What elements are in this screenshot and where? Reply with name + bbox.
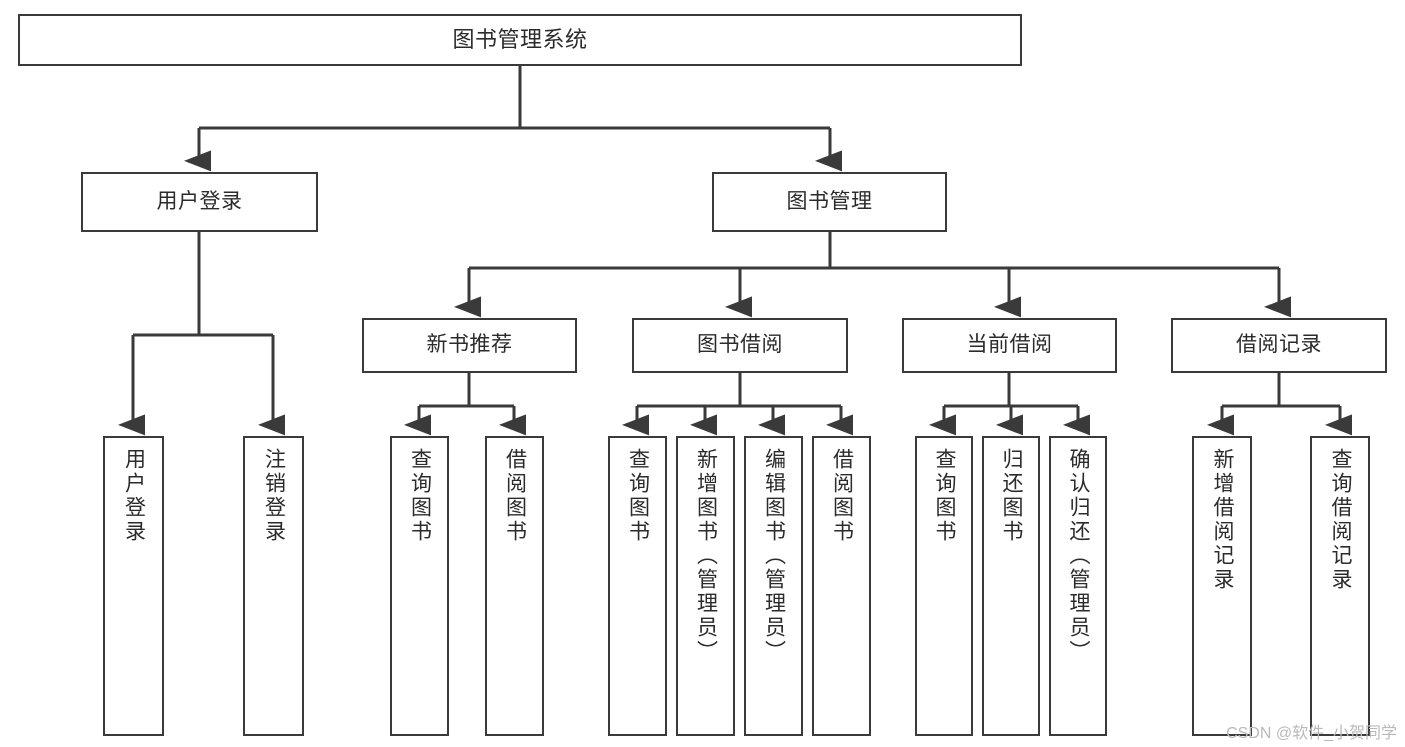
node-label-user-login: 用户登录 [156,189,243,213]
node-book-management[interactable]: 图书管理 [712,172,947,232]
node-label-book-management: 图书管理 [786,189,873,213]
node-query-book-1[interactable]: 查询图书 [390,436,449,736]
node-user-logout[interactable]: 注销登录 [243,436,304,736]
node-root-system[interactable]: 图书管理系统 [18,14,1022,66]
node-label-book-borrow: 图书借阅 [697,333,783,357]
node-label-root: 图书管理系统 [452,27,588,53]
node-label-add-borrow-record: 新增借阅记录 [1211,448,1235,592]
node-return-book[interactable]: 归还图书 [982,436,1040,736]
node-label-query-borrow-record: 查询借阅记录 [1329,448,1353,592]
node-label-add-book: 新增图书（管理员） [694,448,718,664]
node-borrow-book-2[interactable]: 借阅图书 [812,436,871,736]
node-book-borrow[interactable]: 图书借阅 [632,318,848,373]
node-label-borrow-book-1: 借阅图书 [503,448,527,544]
node-label-confirm-return: 确认归还（管理员） [1067,448,1091,664]
node-borrow-records[interactable]: 借阅记录 [1171,318,1387,373]
node-label-borrow-book-2: 借阅图书 [830,448,854,544]
node-user-login[interactable]: 用户登录 [81,172,318,232]
node-edit-book[interactable]: 编辑图书（管理员） [744,436,803,736]
csdn-watermark: CSDN @软件_小贺同学 [1226,725,1397,742]
node-new-book-recommend[interactable]: 新书推荐 [362,318,577,373]
node-label-borrow-records: 借阅记录 [1236,333,1322,357]
node-add-borrow-record[interactable]: 新增借阅记录 [1192,436,1252,736]
node-label-current-borrow: 当前借阅 [966,333,1053,357]
node-label-return-book: 归还图书 [1000,448,1024,544]
node-user-login-do[interactable]: 用户登录 [103,436,164,736]
node-label-user-login-do: 用户登录 [122,448,146,544]
node-query-book-2[interactable]: 查询图书 [608,436,667,736]
node-label-user-logout: 注销登录 [262,448,286,544]
node-label-query-book-2: 查询图书 [626,448,650,544]
node-query-book-3[interactable]: 查询图书 [915,436,973,736]
node-confirm-return[interactable]: 确认归还（管理员） [1049,436,1107,736]
node-add-book[interactable]: 新增图书（管理员） [676,436,735,736]
node-query-borrow-record[interactable]: 查询借阅记录 [1310,436,1370,736]
node-label-query-book-1: 查询图书 [408,448,432,544]
node-current-borrow[interactable]: 当前借阅 [902,318,1117,373]
node-label-query-book-3: 查询图书 [933,448,957,544]
node-label-new-book-recommend: 新书推荐 [426,333,513,357]
node-borrow-book-1[interactable]: 借阅图书 [485,436,544,736]
node-label-edit-book: 编辑图书（管理员） [762,448,786,664]
